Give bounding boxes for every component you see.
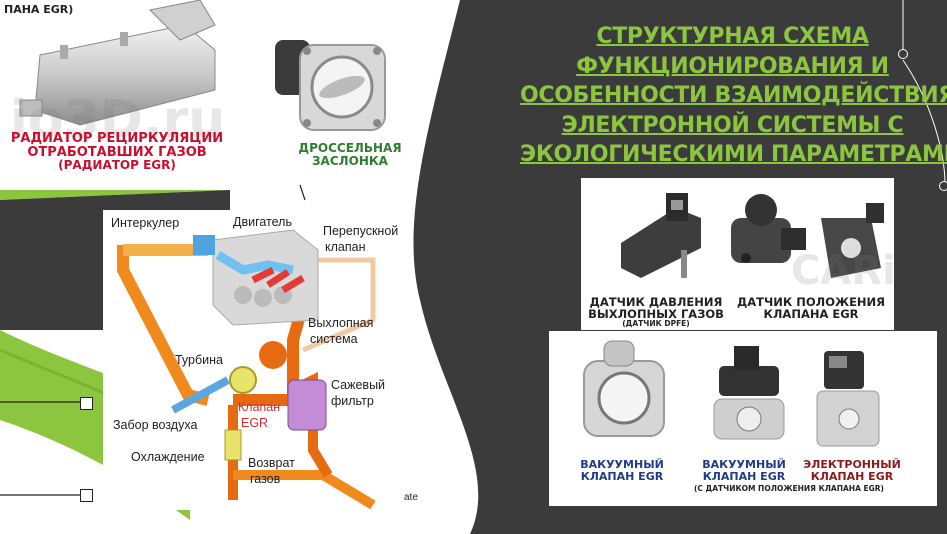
radiator-watermark: io3D.ru [10,90,226,150]
sensor-egr-position-caption: ДАТЧИК ПОЛОЖЕНИЯ КЛАПАНА EGR [731,296,891,320]
radiator-caption-line-2: ОТРАБОТАВШИХ ГАЗОВ [27,144,207,160]
label-air-intake: Забор воздуха [113,418,198,432]
label-intercooler: Интеркулер [111,216,180,230]
label-engine: Двигатель [233,215,292,229]
label-turbine: Турбина [175,353,223,367]
slide-title: СТРУКТУРНАЯ СХЕМА ФУНКЦИОНИРОВАНИЯ И ОСО… [520,22,947,170]
label-soot-2: фильтр [331,394,374,408]
decor-square-2 [80,489,93,502]
valves-illustration [583,340,880,447]
title-line-3: ОСОБЕННОСТИ ВЗАИМОДЕЙСТВИЯ [520,83,947,108]
valve-sensor-sub-caption: (С ДАТЧИКОМ ПОЛОЖЕНИЯ КЛАПАНА EGR) [694,484,884,493]
throttle-body-icon [275,40,386,131]
sensor-dpfe-line-2: ВЫХЛОПНЫХ ГАЗОВ [588,307,724,322]
vacuum-valve-2-line-1: ВАКУУМНЫЙ [702,458,786,471]
label-egr-valve-2: EGR [241,416,269,430]
label-egr-valve: Клапан [238,400,281,414]
vacuum-valve-2-caption: ВАКУУМНЫЙ КЛАПАН EGR [689,459,799,482]
sensor-dpfe-line-1: ДАТЧИК ДАВЛЕНИЯ [589,295,723,309]
sensor-dpfe-sub: (ДАТЧИК DPFE) [622,319,690,329]
egr-diagram-drawing [117,229,376,510]
electronic-valve-line-2: КЛАПАН EGR [810,469,894,483]
sensors-watermark: CARinf [791,248,894,294]
label-bypass-2: клапан [325,240,366,254]
radiator-caption: РАДИАТОР РЕЦИРКУЛЯЦИИ ОТРАБОТАВШИХ ГАЗОВ… [2,132,232,172]
sensors-image: CARinf ДАТЧИК ДАВЛЕНИЯ ВЫХЛОПНЫХ ГАЗОВ (… [581,178,894,330]
title-line-2: ФУНКЦИОНИРОВАНИЯ И [576,53,889,79]
sensors-illustration [621,193,884,278]
electronic-valve-caption: ЭЛЕКТРОННЫЙ КЛАПАН EGR [797,459,907,482]
stray-text: ate [404,492,418,503]
decor-square-1 [80,397,93,410]
vacuum-valve-1-caption: ВАКУУМНЫЙ КЛАПАН EGR [567,459,677,482]
radiator-illustration [19,0,216,126]
throttle-image: ДРОССЕЛЬНАЯ ЗАСЛОНКА [245,15,410,180]
decor-dot-1 [898,49,908,59]
label-bypass: Перепускной [323,224,399,238]
vacuum-valve-1-line-1: ВАКУУМНЫЙ [580,458,664,471]
sensor-egr-position-line-2: КЛАПАНА EGR [763,307,859,322]
vacuum-valve-1-line-2: КЛАПАН EGR [580,469,664,483]
label-exhaust: Выхлопная [308,316,374,330]
label-return: Возврат [248,456,295,470]
throttle-caption-line-2: ЗАСЛОНКА [312,153,388,168]
title-line-5: ЭКОЛОГИЧЕСКИМИ ПАРАМЕТРАМИ [520,142,947,167]
label-return-2: газов [250,472,281,486]
label-soot: Сажевый [331,378,386,392]
label-exhaust-2: система [310,332,358,346]
egr-diagram: Интеркулер Двигатель Перепускной клапан … [103,210,413,510]
vacuum-valve-2-line-2: КЛАПАН EGR [702,469,786,483]
radiator-caption-line-1: РАДИАТОР РЕЦИРКУЛЯЦИИ [10,131,224,146]
label-cooling: Охлаждение [131,450,205,464]
title-line-4: ЭЛЕКТРОННОЙ СИСТЕМЫ С [561,112,904,138]
radiator-throttle-image: io3D.ru ПАНА EGR) РАДИАТОР РЕЦИРКУЛЯЦИИ … [0,0,245,190]
radiator-top-caption: ПАНА EGR) [4,3,74,16]
throttle-caption-line-1: ДРОССЕЛЬНАЯ [298,141,402,155]
title-line-1: СТРУКТУРНАЯ СХЕМА [596,24,869,49]
sensor-egr-position-line-1: ДАТЧИК ПОЛОЖЕНИЯ [736,295,886,309]
radiator-caption-line-3: (РАДИАТОР EGR) [58,158,176,173]
electronic-valve-line-1: ЭЛЕКТРОННЫЙ [803,458,901,471]
sensor-dpfe-caption: ДАТЧИК ДАВЛЕНИЯ ВЫХЛОПНЫХ ГАЗОВ (ДАТЧИК … [581,296,731,328]
valves-image: ВАКУУМНЫЙ КЛАПАН EGR ВАКУУМНЫЙ КЛАПАН EG… [549,331,937,506]
throttle-caption: ДРОССЕЛЬНАЯ ЗАСЛОНКА [290,142,410,167]
decor-dot-2 [939,181,947,191]
